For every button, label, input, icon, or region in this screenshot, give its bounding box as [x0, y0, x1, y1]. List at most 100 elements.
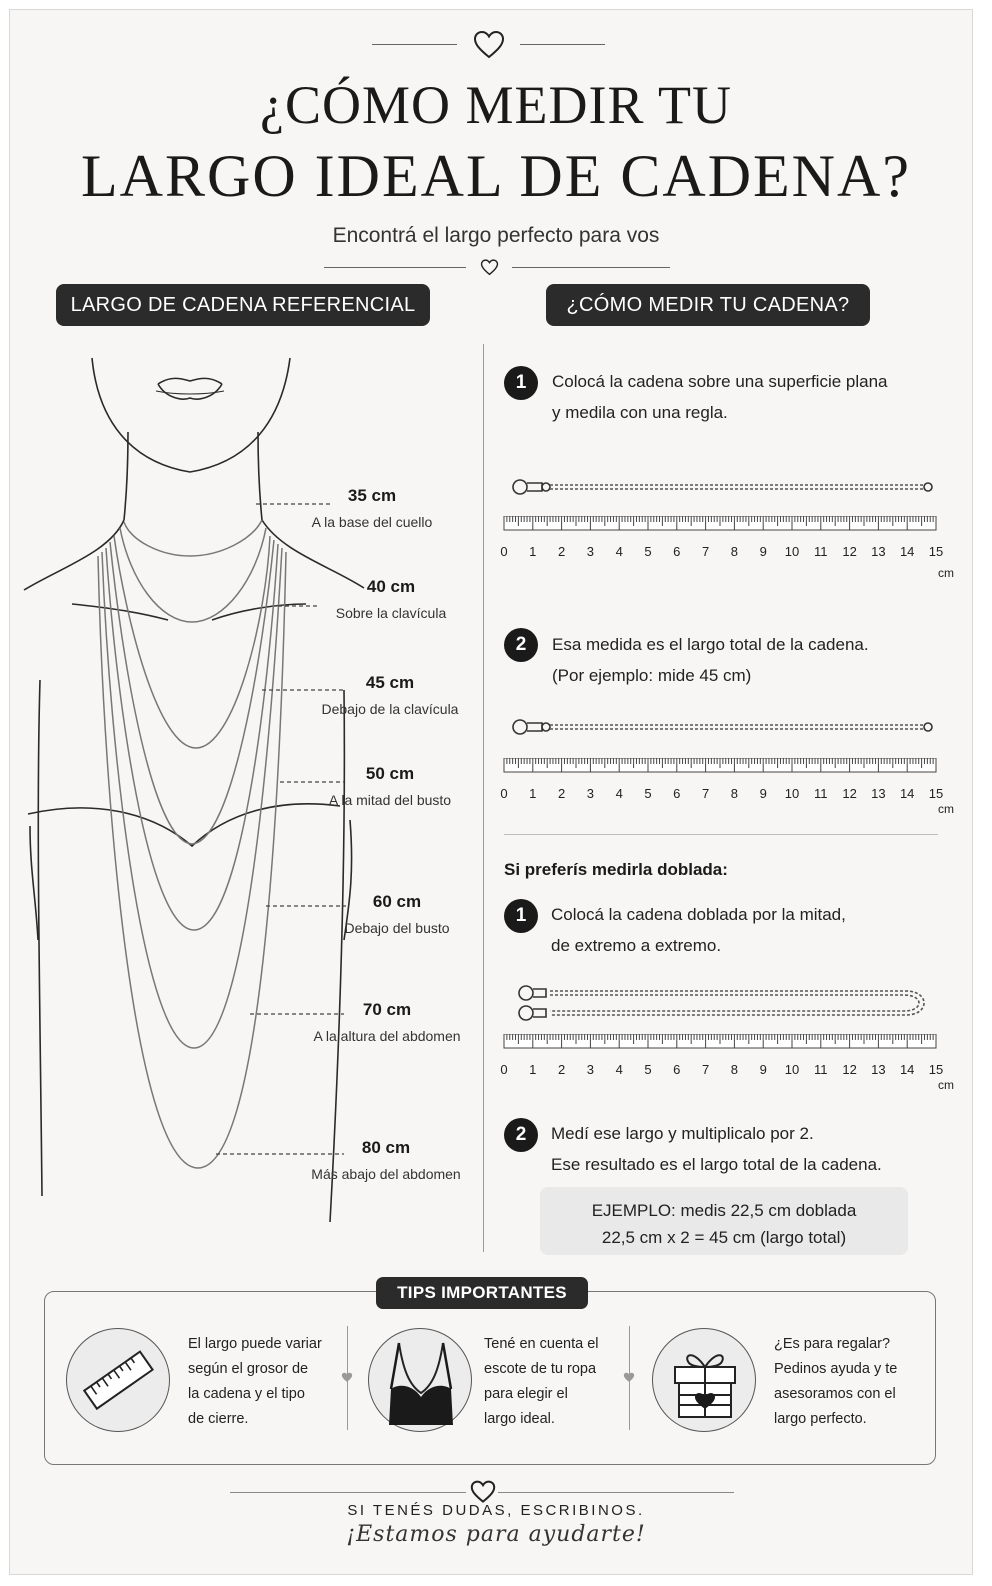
heart-icon [623, 1372, 635, 1382]
footer-contact-text: SI TENÉS DUDAS, ESCRIBINOS. [347, 1502, 645, 1519]
ruler-tick-label: 8 [731, 544, 738, 559]
ruler-tick-label: 14 [900, 544, 914, 559]
ruler-tick-label: 1 [529, 1062, 536, 1077]
step-text: Medí ese largo y multiplicalo por 2. Ese… [551, 1118, 882, 1180]
ruler-tick-label: 12 [842, 544, 856, 559]
page-subtitle: Encontrá el largo perfecto para vos [332, 224, 660, 247]
ruler-tick-label: 13 [871, 1062, 885, 1077]
ruler-tick-label: 7 [702, 544, 709, 559]
tip-icon-circle [368, 1328, 472, 1432]
ruler-tick-label: 2 [558, 1062, 565, 1077]
step-line: (Por ejemplo: mide 45 cm) [552, 666, 752, 685]
ruler-icon [82, 1350, 154, 1411]
ruler-unit: cm [938, 1078, 954, 1092]
footer-tagline: ¡Estamos para ayudarte! [346, 1522, 646, 1547]
step-text: Colocá la cadena sobre una superficie pl… [552, 366, 888, 428]
ruler-tick-label: 10 [785, 786, 799, 801]
length-cm: 80 cm [361, 1138, 411, 1157]
ruler-tick-label: 2 [558, 544, 565, 559]
ruler-tick-label: 10 [785, 544, 799, 559]
tip-line: según el grosor de [188, 1361, 309, 1377]
tip-line: para elegir el [484, 1386, 568, 1402]
folded-heading: Si preferís medirla doblada: [504, 860, 728, 879]
ruler-tick-label: 3 [587, 786, 594, 801]
step-number-badge: 1 [504, 899, 538, 933]
ruler-tick-label: 14 [900, 786, 914, 801]
column-divider [483, 344, 484, 1252]
ruler-tick-label: 4 [616, 786, 623, 801]
length-label: 70 cm A la altura del abdomen [302, 1000, 472, 1044]
length-cm: 60 cm [372, 892, 422, 911]
ruler-tick-label: 7 [702, 786, 709, 801]
section-title-how-to-measure: ¿CÓMO MEDIR TU CADENA? [546, 284, 870, 326]
ruler-tick-label: 5 [644, 786, 651, 801]
tip-line: escote de tu ropa [484, 1361, 597, 1377]
ruler-tick-label: 0 [500, 786, 507, 801]
divider-line [324, 267, 466, 268]
tip-line: de cierre. [188, 1411, 249, 1427]
length-desc: A la altura del abdomen [313, 1028, 461, 1044]
divider-line [230, 1492, 466, 1493]
heart-icon [473, 30, 505, 59]
step-line: de extremo a extremo. [551, 936, 722, 955]
tip-icon-circle [652, 1328, 756, 1432]
step-line: Medí ese largo y multiplicalo por 2. [551, 1124, 814, 1143]
step-number-badge: 2 [504, 628, 538, 662]
length-cm: 70 cm [362, 1000, 412, 1019]
tip-line: ¿Es para regalar? [774, 1336, 891, 1352]
heart-icon [470, 1480, 496, 1503]
ruler-tick-label: 5 [644, 1062, 651, 1077]
ruler-tick-label: 11 [814, 544, 828, 559]
page-title-line2: LARGO IDEAL DE CADENA? [81, 143, 911, 209]
step-text: Colocá la cadena doblada por la mitad, d… [551, 899, 846, 961]
length-desc: Más abajo del abdomen [311, 1166, 461, 1182]
tip-line: largo ideal. [484, 1411, 555, 1427]
tip-line: Pedinos ayuda y te [774, 1361, 898, 1377]
tip-line: la cadena y el tipo [188, 1386, 305, 1402]
ruler-tick-label: 12 [842, 1062, 856, 1077]
divider-line [498, 1492, 734, 1493]
body-illustration [23, 357, 365, 1223]
ruler-tick-label: 1 [529, 544, 536, 559]
ruler-tick-label: 7 [702, 1062, 709, 1077]
length-desc: Debajo de la clavícula [321, 701, 459, 717]
section-title-reference-lengths: LARGO DE CADENA REFERENCIAL [56, 284, 430, 326]
step-line: Ese resultado es el largo total de la ca… [551, 1155, 882, 1174]
length-cm: 45 cm [365, 673, 415, 692]
ruler-tick-label: 6 [673, 786, 680, 801]
step-number-badge: 1 [504, 366, 538, 400]
example-box: EJEMPLO: medis 22,5 cm doblada 22,5 cm x… [540, 1187, 908, 1255]
ruler-tick-label: 13 [871, 786, 885, 801]
length-desc: A la base del cuello [311, 514, 433, 530]
ruler-tick-label: 11 [814, 1062, 828, 1077]
ruler-tick-label: 3 [587, 1062, 594, 1077]
ruler-unit: cm [938, 566, 954, 580]
tip-line: asesoramos con el [774, 1386, 896, 1402]
tip-icon-circle [66, 1328, 170, 1432]
divider-line [372, 44, 457, 45]
ruler-tick-label: 10 [785, 1062, 799, 1077]
step-line: Colocá la cadena sobre una superficie pl… [552, 372, 888, 391]
neckline-icon [389, 1342, 453, 1425]
length-label: 35 cm A la base del cuello [287, 486, 457, 530]
ruler-tick-label: 13 [871, 544, 885, 559]
ruler-tick-label: 14 [900, 1062, 914, 1077]
ruler-tick-label: 15 [929, 544, 943, 559]
ruler-tick-label: 6 [673, 1062, 680, 1077]
ruler-tick-label: 0 [500, 544, 507, 559]
step-text: Esa medida es el largo total de la caden… [552, 629, 869, 691]
length-label: 60 cm Debajo del busto [312, 892, 482, 936]
step-line: Esa medida es el largo total de la caden… [552, 635, 869, 654]
ruler-tick-label: 8 [731, 786, 738, 801]
step-line: Colocá la cadena doblada por la mitad, [551, 905, 846, 924]
gift-icon [674, 1354, 736, 1418]
ruler-unit: cm [938, 802, 954, 816]
ruler-tick-label: 8 [731, 1062, 738, 1077]
ruler-tick-label: 3 [587, 544, 594, 559]
example-line: EJEMPLO: medis 22,5 cm doblada [591, 1201, 857, 1220]
tip-line: Tené en cuenta el [484, 1336, 599, 1352]
